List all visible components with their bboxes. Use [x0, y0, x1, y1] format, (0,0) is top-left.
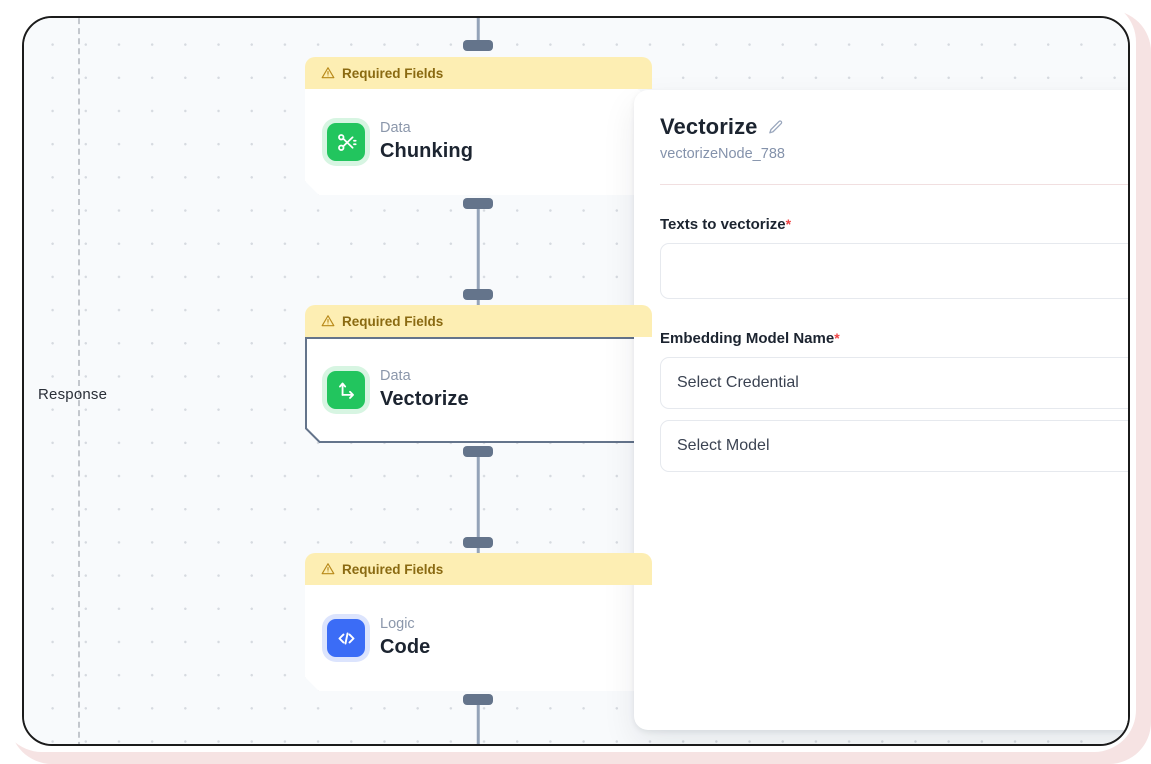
response-label: Response — [38, 386, 108, 403]
node-handle-chunking-in[interactable] — [463, 40, 493, 51]
required-marker: * — [834, 330, 840, 346]
workflow-node-code[interactable]: Required Fields Logic C — [305, 553, 652, 691]
node-handle-chunking-out[interactable] — [463, 198, 493, 209]
panel-header: Vectorize vectorizeNode_788 — [660, 114, 1128, 162]
field-label-texts-to-vectorize: Texts to vectorize* — [660, 216, 1128, 233]
node-properties-panel: Vectorize vectorizeNode_788 — [634, 90, 1128, 730]
canvas-dashed-divider — [78, 18, 80, 744]
node-title-vectorize: Vectorize — [380, 387, 469, 410]
field-label-text: Embedding Model Name — [660, 330, 835, 347]
select-credential-value: Select Credential — [677, 374, 799, 391]
device-screen: Response Required Fields — [22, 16, 1130, 746]
node-warning-text-vectorize: Required Fields — [342, 313, 444, 329]
scissors-icon — [327, 123, 365, 161]
panel-subtitle: vectorizeNode_788 — [660, 146, 785, 162]
node-title-code: Code — [380, 635, 431, 658]
texts-to-vectorize-input[interactable] — [660, 243, 1128, 299]
node-handle-vectorize-in[interactable] — [463, 289, 493, 300]
field-label-text: Texts to vectorize — [660, 216, 786, 233]
required-marker: * — [785, 216, 792, 232]
panel-title: Vectorize — [660, 114, 758, 139]
panel-title-row: Vectorize — [660, 114, 785, 140]
node-warning-banner-chunking: Required Fields — [305, 57, 652, 89]
node-category-code: Logic — [380, 616, 415, 633]
node-body-code[interactable]: Logic Code — [305, 585, 652, 691]
edge-chunking-to-vectorize — [476, 204, 480, 308]
node-warning-banner-code: Required Fields — [305, 553, 652, 585]
node-handle-vectorize-out[interactable] — [463, 446, 493, 457]
select-model-value: Select Model — [677, 437, 770, 454]
select-credential-dropdown[interactable]: Select Credential — [660, 357, 1128, 409]
edge-vectorize-to-code — [476, 452, 480, 556]
warning-triangle-icon — [321, 67, 335, 79]
node-body-vectorize[interactable]: Data Vectorize — [305, 337, 652, 443]
node-title-chunking: Chunking — [380, 139, 474, 162]
vector-axes-icon — [327, 371, 365, 409]
edge-code-outgoing — [476, 700, 480, 744]
node-warning-text-code: Required Fields — [342, 561, 444, 577]
node-handle-code-in[interactable] — [463, 537, 493, 548]
panel-divider — [660, 184, 1128, 185]
node-warning-text-chunking: Required Fields — [342, 65, 444, 81]
field-label-embedding-model-name: Embedding Model Name* — [660, 330, 1128, 347]
edge-top-incoming — [476, 18, 480, 40]
pencil-icon[interactable] — [767, 119, 784, 136]
workflow-node-vectorize[interactable]: Required Fields — [305, 305, 652, 443]
warning-triangle-icon — [321, 563, 335, 575]
node-body-chunking[interactable]: Data Chunking — [305, 89, 652, 195]
select-model-dropdown[interactable]: Select Model — [660, 420, 1128, 472]
workflow-node-chunking[interactable]: Required Fields Data Ch — [305, 57, 652, 195]
node-category-vectorize: Data — [380, 368, 411, 385]
code-brackets-icon — [327, 619, 365, 657]
node-warning-banner-vectorize: Required Fields — [305, 305, 652, 337]
warning-triangle-icon — [321, 315, 335, 327]
node-handle-code-out[interactable] — [463, 694, 493, 705]
node-category-chunking: Data — [380, 120, 411, 137]
